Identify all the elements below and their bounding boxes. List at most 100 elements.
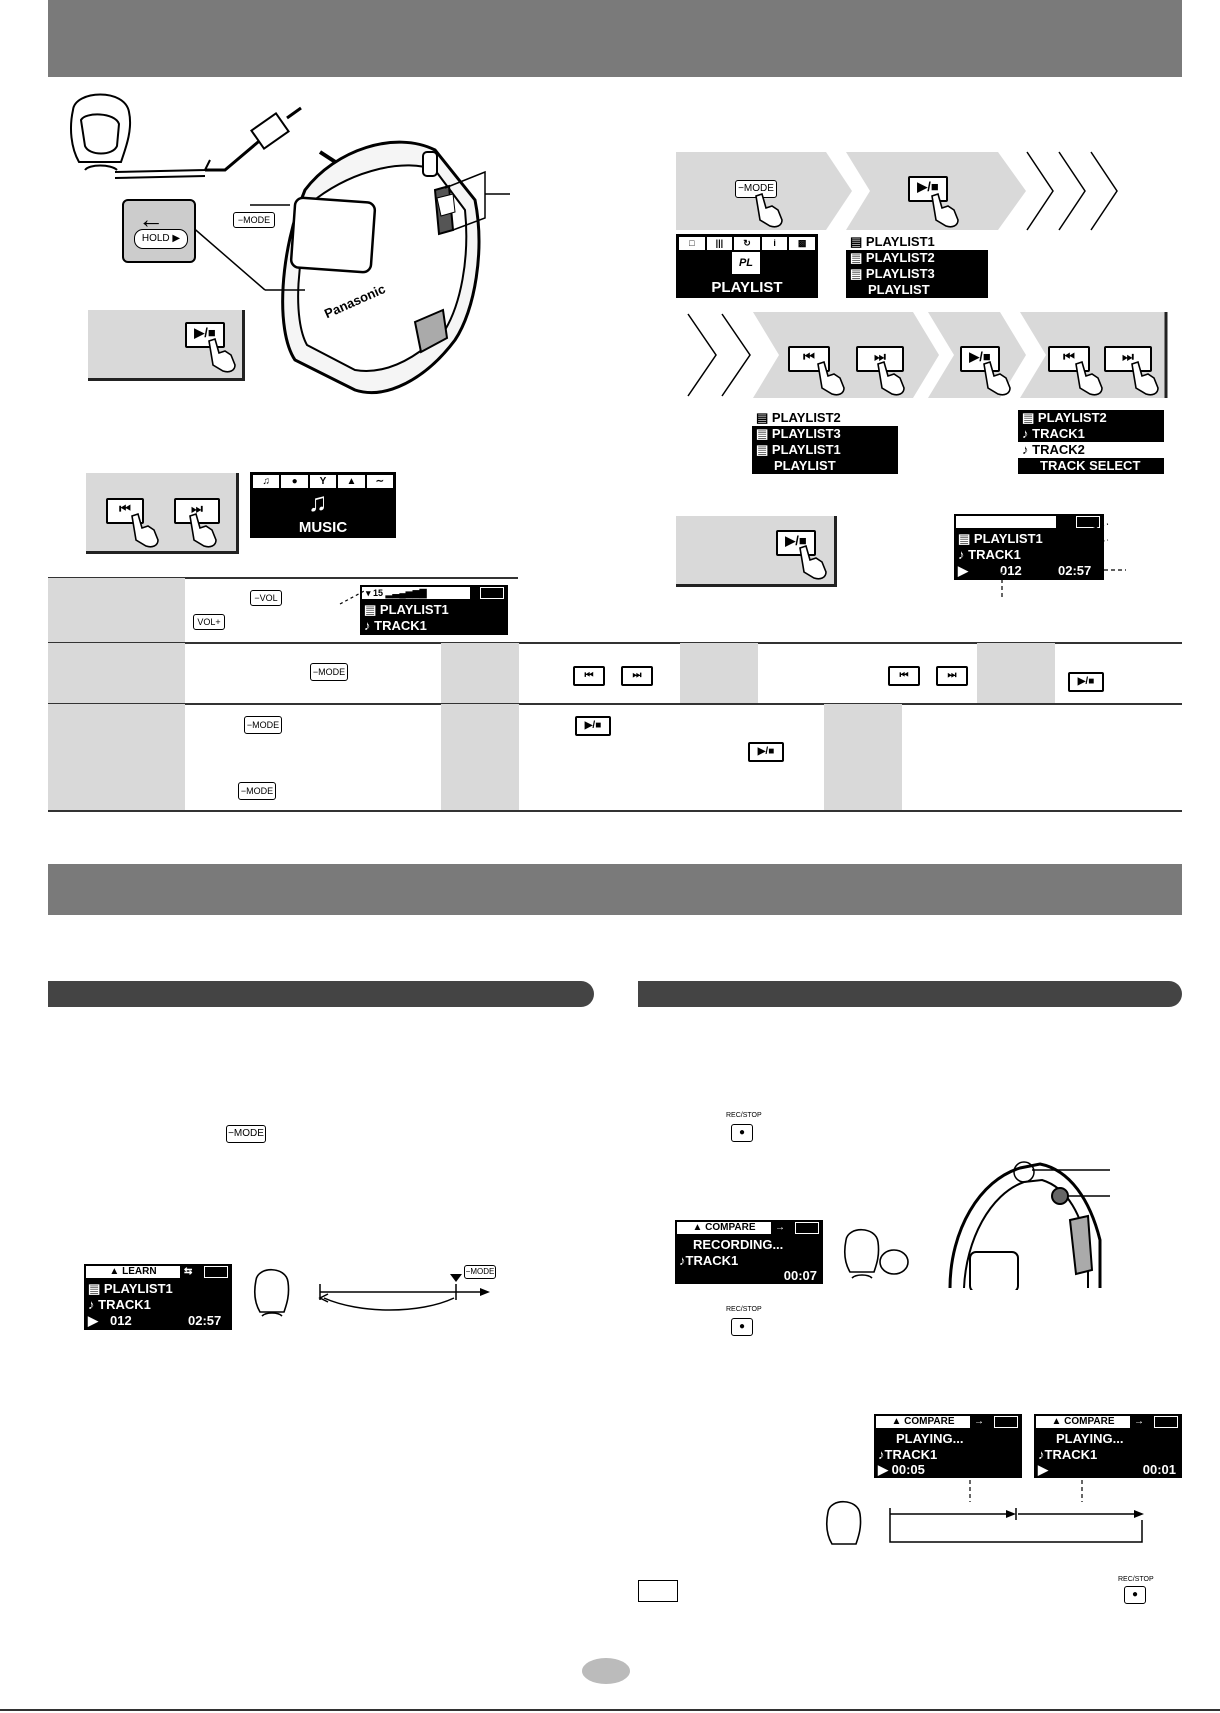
recstop-button[interactable]: ● xyxy=(731,1124,753,1142)
recstop-button[interactable]: ● xyxy=(731,1318,753,1336)
mode-tab: ▲ COMPARE xyxy=(677,1222,771,1234)
mode-button[interactable]: −MODE xyxy=(238,782,276,800)
music-note-icon: ♪ xyxy=(1022,442,1033,457)
track-number: 012 xyxy=(1000,563,1022,578)
wrench-icon: ∼ xyxy=(366,475,394,488)
mode-tab: ▲ COMPARE xyxy=(1036,1416,1130,1428)
music-note-icon: ♪ xyxy=(1038,1447,1045,1462)
subsection-header-compare xyxy=(638,981,1182,1007)
page-number-badge xyxy=(582,1658,630,1684)
table-header-cell xyxy=(824,704,902,810)
music-menu-screen: ♫ ● Y ▲ ∼ ♫ MUSIC xyxy=(250,472,396,538)
mode-button[interactable]: −MODE xyxy=(226,1125,266,1143)
play-stop-button[interactable]: ▶/■ xyxy=(575,716,611,736)
callout-line xyxy=(339,589,367,605)
music-note-icon: ♪ xyxy=(1022,426,1033,441)
learn-timeline xyxy=(318,1274,490,1311)
list-footer: PLAYLIST xyxy=(868,282,930,297)
music-note-icon: ♪ xyxy=(364,618,375,633)
list-item: ▤ PLAYLIST2 xyxy=(1022,410,1107,425)
vol-plus-label: VOL xyxy=(197,617,216,627)
list-item: ♪TRACK1 xyxy=(878,1447,938,1462)
arrow-right-icon: → xyxy=(974,1416,984,1427)
mode-label: MODE xyxy=(318,667,346,677)
folder-icon: ▤ xyxy=(850,234,866,249)
mode-button[interactable]: −MODE xyxy=(244,716,282,734)
device-microphone-closeup xyxy=(948,1161,1110,1290)
mic-icon: ● xyxy=(281,475,308,488)
elapsed-time: 00:05 xyxy=(891,1462,925,1477)
antenna-icon: Y xyxy=(309,475,337,488)
play-icon: ▶ xyxy=(878,1462,892,1477)
hold-label: HOLD xyxy=(141,233,170,244)
menu-icon-row: □ ||| ↻ i ▩ xyxy=(679,237,815,250)
play-icon: ▶ xyxy=(88,1313,98,1328)
mode-button[interactable]: −MODE xyxy=(233,212,275,228)
volume-bar: ▾ 15 ▂▃▄▅▆▇ xyxy=(362,587,470,599)
skip-back-button[interactable]: ⏮ xyxy=(573,666,605,686)
pressing-hand-icon xyxy=(1075,360,1103,396)
vol-plus-button[interactable]: VOL+ xyxy=(193,614,225,630)
play-stop-button[interactable]: ▶/■ xyxy=(1068,672,1104,692)
mode-label: MODE xyxy=(743,183,774,194)
battery-icon xyxy=(994,1416,1018,1428)
play-screen: ▤ PLAYLIST1 ♪ TRACK1 ▶ 012 02:57 xyxy=(954,514,1104,580)
mode-button[interactable]: −MODE xyxy=(310,663,348,681)
playlist-folder-icon: PL xyxy=(732,252,760,274)
graduation-cap-icon: ▲ xyxy=(109,1266,120,1277)
play-icon: ▶ xyxy=(958,563,968,578)
elapsed-time: 02:57 xyxy=(1058,563,1092,578)
list-item: ▤ PLAYLIST1 xyxy=(88,1281,173,1296)
skip-back-button[interactable]: ⏮ xyxy=(888,666,920,686)
status-row: ▶ 012 02:57 xyxy=(954,563,1104,579)
arrow-right-icon: → xyxy=(775,1222,785,1233)
menu-icon-row: ♫ ● Y ▲ ∼ xyxy=(253,475,394,488)
graduation-cap-icon: ▲ xyxy=(1051,1416,1062,1427)
play-stop-button[interactable]: ▶/■ xyxy=(185,322,225,348)
play-stop-button[interactable]: ▶/■ xyxy=(960,346,1000,372)
elapsed-time: 00:01 xyxy=(1142,1462,1176,1477)
folder-icon: ▤ xyxy=(756,426,772,441)
list-item: ♪TRACK1 xyxy=(1038,1447,1098,1462)
pressing-hand-icon xyxy=(877,360,905,396)
track-number: 012 xyxy=(110,1313,132,1328)
mode-label: MODE xyxy=(243,215,271,225)
music-note-icon: ♫ xyxy=(253,475,280,488)
table-header-cell xyxy=(48,578,185,642)
skip-forward-button[interactable]: ⏭ xyxy=(1104,346,1152,372)
status-text: PLAYING... xyxy=(1056,1431,1124,1446)
listener-face-icon xyxy=(70,93,131,171)
list-item: ▤ PLAYLIST1 xyxy=(958,531,1043,546)
mode-button[interactable]: −MODE xyxy=(464,1265,496,1279)
vol-minus-button[interactable]: −VOL xyxy=(250,590,282,606)
skip-back-button[interactable]: ⏮ xyxy=(1048,346,1090,372)
list-item: ♪TRACK1 xyxy=(679,1253,739,1268)
play-stop-button[interactable]: ▶/■ xyxy=(748,742,784,762)
skip-forward-button[interactable]: ⏭ xyxy=(936,666,968,686)
battery-icon xyxy=(480,587,504,599)
list-footer: TRACK SELECT xyxy=(1040,458,1141,473)
subsection-header-learn xyxy=(48,981,594,1007)
pressing-hand-icon xyxy=(1131,360,1159,396)
status-row: ▶00:01 xyxy=(1034,1462,1182,1478)
recstop-button[interactable]: ● xyxy=(1124,1586,1146,1604)
chevron-right-icon xyxy=(687,313,751,397)
mode-label: MODE xyxy=(252,720,280,730)
table-rule xyxy=(48,703,1182,705)
graduation-cap-icon: ▲ xyxy=(338,475,365,488)
pressing-hand-icon xyxy=(931,192,959,228)
track-list-screen: ▤ PLAYLIST2 ♪ TRACK1 ♪ TRACK2 TRACK SELE… xyxy=(1018,410,1164,474)
status-text: PLAYING... xyxy=(896,1431,964,1446)
playlist-icon: □ xyxy=(679,237,705,250)
arrow-right-icon: → xyxy=(1134,1416,1144,1427)
hold-switch[interactable]: HOLD ▶ xyxy=(134,229,188,249)
play-stop-button[interactable]: ▶/■ xyxy=(908,176,948,202)
vol-minus-label: VOL xyxy=(259,593,278,603)
playlist-label: PLAYLIST xyxy=(711,279,783,296)
folder-icon: ▤ xyxy=(1022,410,1038,425)
list-item: ▤ PLAYLIST1 xyxy=(846,234,988,250)
skip-forward-button[interactable]: ⏭ xyxy=(621,666,653,686)
mode-label: MODE xyxy=(233,1128,264,1139)
play-stop-button[interactable]: ▶/■ xyxy=(776,530,816,556)
battery-icon xyxy=(204,1266,228,1278)
